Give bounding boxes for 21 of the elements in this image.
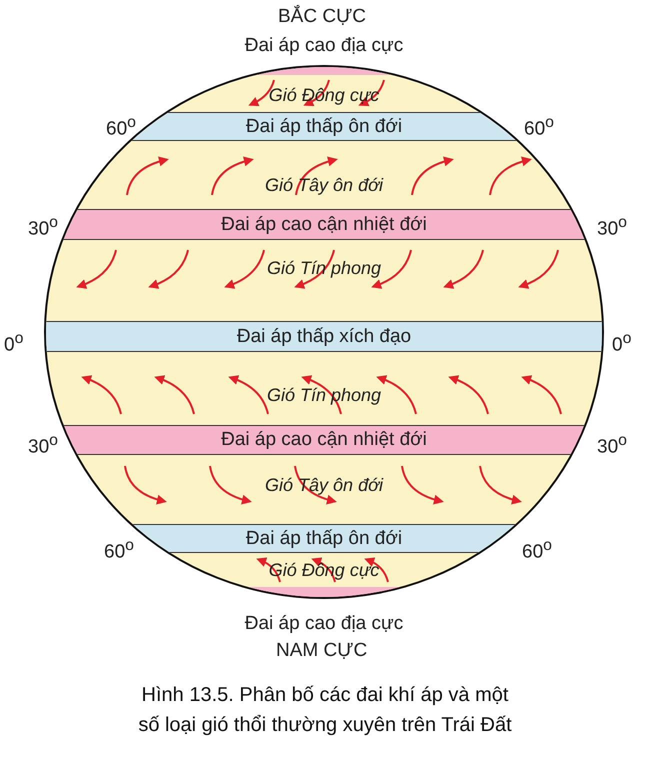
latitude-label: 0$^{o}$ [612, 329, 632, 356]
figure-caption: Hình 13.5. Phân bố các đai khí áp và một số loại gió thổi thường xuyên trên Trái Đất [137, 683, 513, 738]
latitude-label: 30$^{o}$ [597, 431, 627, 458]
pressure-belt: Đai áp cao cận nhiệt đới [64, 425, 584, 455]
wind-label: Gió Tín phong [266, 384, 382, 406]
latitude-label: 60$^{o}$ [524, 113, 554, 140]
pressure-belt: Đai áp thấp xích đạo [46, 321, 602, 352]
latitude-label: 60$^{o}$ [104, 536, 134, 564]
belt-label: Đai áp cao địa cực [244, 35, 404, 57]
pressure-belt: Đai áp cao cận nhiệt đới [63, 209, 585, 240]
pressure-belt: Đai áp thấp ôn đới [132, 524, 516, 553]
latitude-label: 30$^{o}$ [28, 431, 58, 458]
latitude-label: 30$^{o}$ [28, 213, 58, 240]
pole-label: NAM CỰC [276, 640, 368, 662]
latitude-label: 60$^{o}$ [522, 536, 552, 564]
latitude-label: 30$^{o}$ [597, 213, 627, 240]
wind-label: Gió Tây ôn đới [265, 174, 383, 196]
belt-label: Đai áp cao địa cực [244, 613, 404, 635]
wind-label: Gió Tín phong [266, 257, 382, 279]
pole-label: BẮC CỰC [278, 6, 366, 28]
latitude-label: 0$^{o}$ [4, 329, 24, 356]
